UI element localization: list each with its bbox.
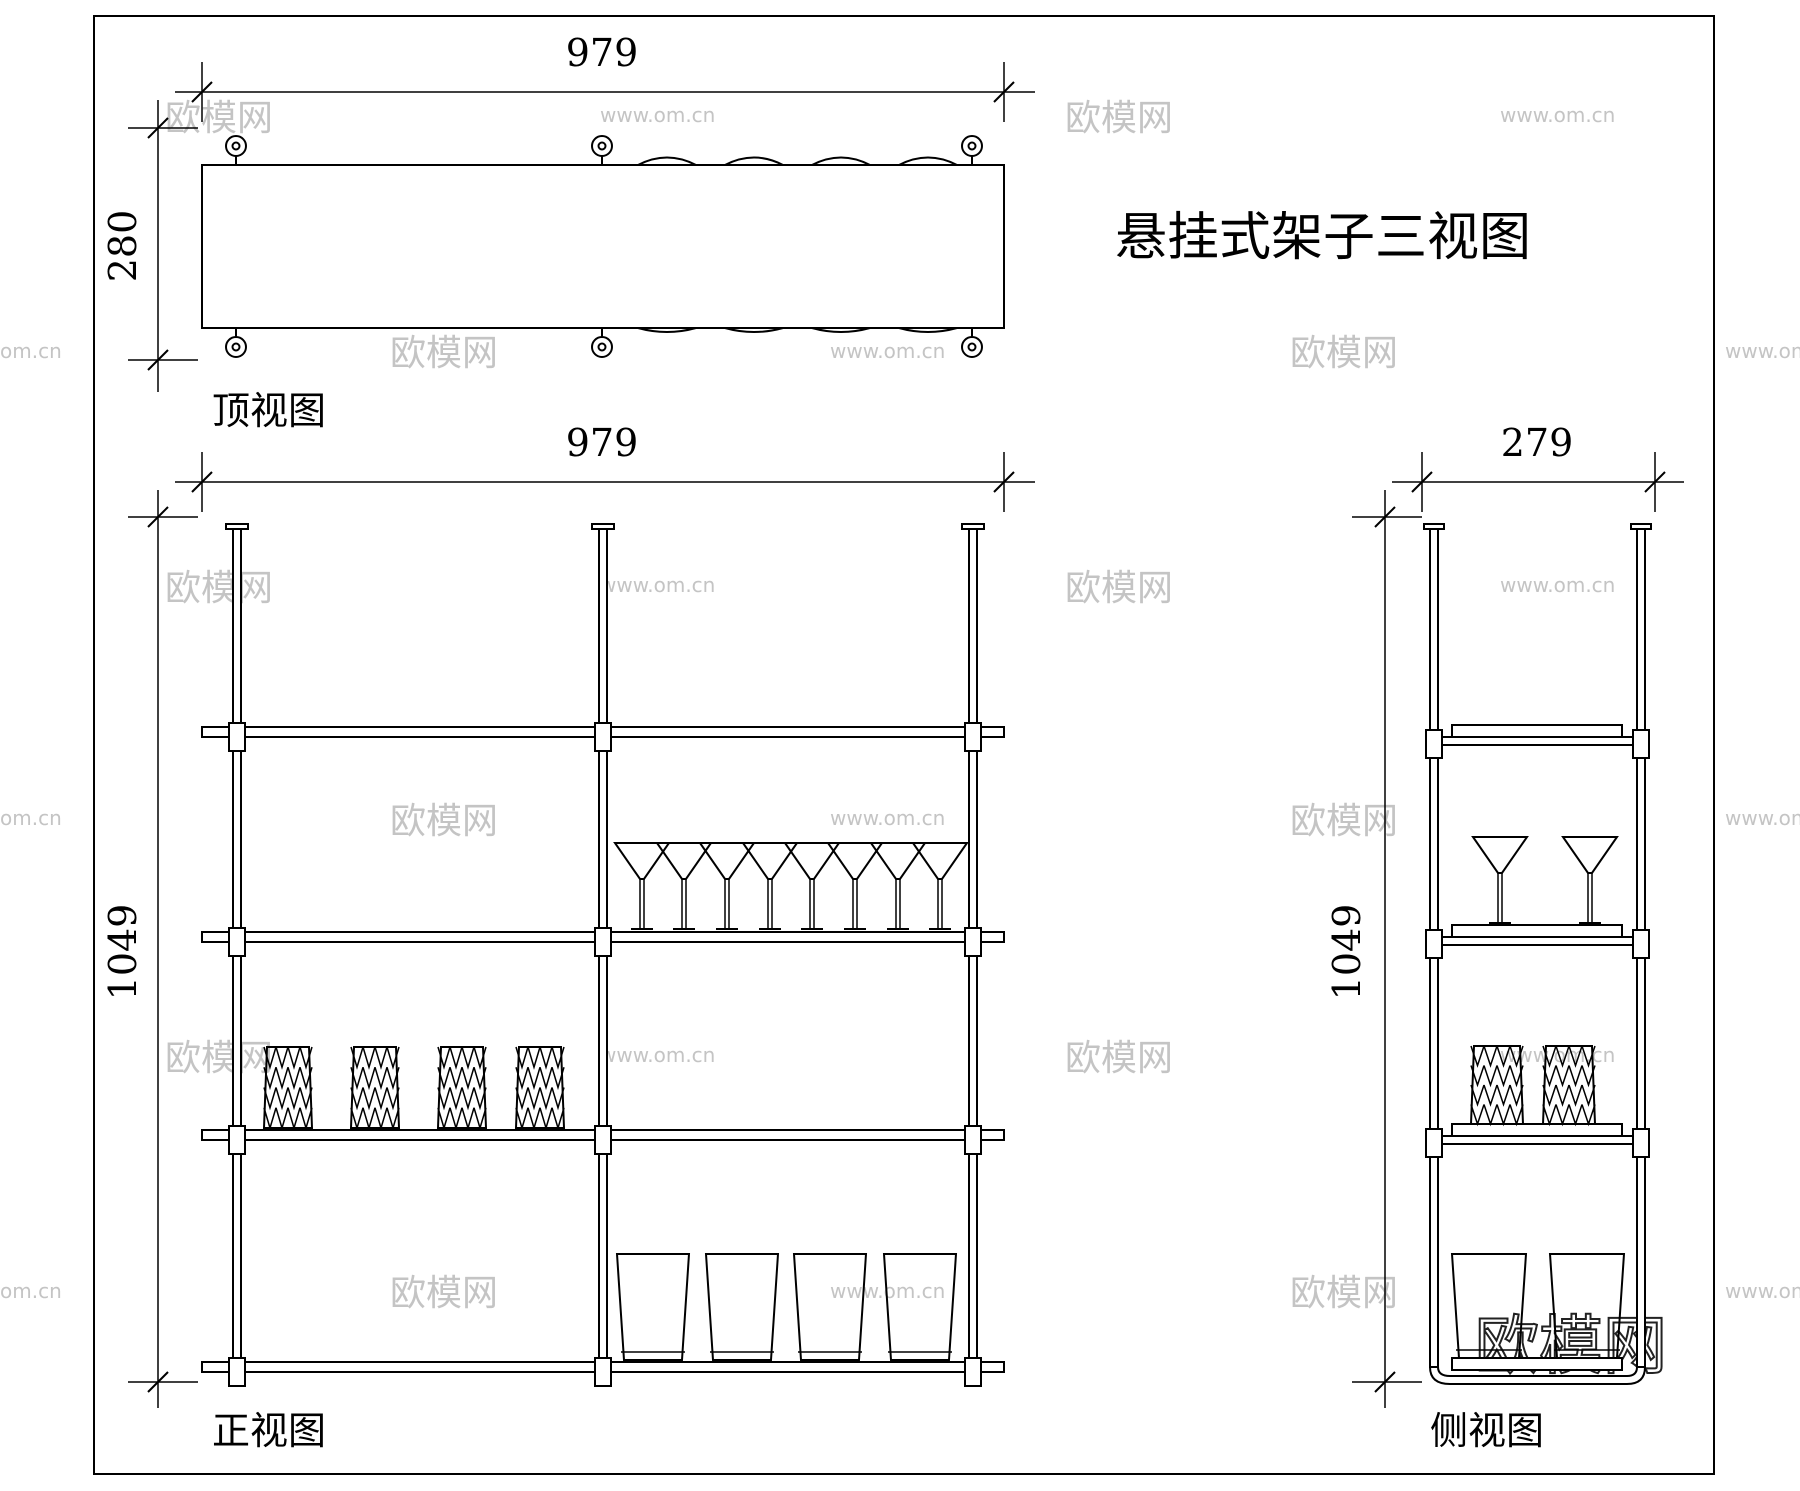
watermark-url: www.om.cn: [1725, 1279, 1800, 1303]
side-view-label: 侧视图: [1430, 1409, 1544, 1453]
side-height-dimension: 1049: [1325, 904, 1369, 1001]
side-width-dimension: 279: [1501, 421, 1574, 465]
watermark-brand: 欧模网: [165, 98, 273, 139]
top-view: 979 280: [101, 31, 1035, 433]
side-clamps: [1425, 729, 1650, 1158]
watermark-brand: 欧模网: [1290, 333, 1398, 374]
patterned-tumbler-icon: [1469, 1045, 1525, 1127]
martini-glass-icon: [911, 842, 969, 930]
watermark-brand: 欧模网: [390, 801, 498, 842]
watermark-url: www.om.cn: [830, 339, 945, 363]
plain-tumbler-icon: [1548, 1253, 1626, 1359]
plain-tumbler-icon: [792, 1253, 868, 1361]
watermark-brand: 欧模网: [390, 1273, 498, 1314]
top-view-label: 顶视图: [212, 389, 326, 433]
watermark-brand: 欧模网: [1290, 1273, 1398, 1314]
side-patterned-tumblers: [1469, 1045, 1597, 1127]
patterned-tumbler-icon: [349, 1046, 401, 1131]
watermark-url: www.om.cn: [1725, 339, 1800, 363]
watermark-brand: 欧模网: [165, 1038, 273, 1079]
martini-glass-icon: [1471, 836, 1529, 924]
watermark-url: om.cn: [0, 806, 62, 830]
martini-glass-icon: [869, 842, 927, 930]
watermark-url: om.cn: [0, 339, 62, 363]
martini-glass-icon: [783, 842, 841, 930]
patterned-tumbler-icon: [436, 1046, 488, 1131]
martini-glass-icon: [826, 842, 884, 930]
watermark-url: www.om.cn: [600, 1043, 715, 1067]
front-view: 979 1049: [101, 421, 1035, 1453]
front-height-dimension: 1049: [101, 904, 145, 1001]
hanger-bolts: [225, 135, 983, 358]
watermark-layer: 欧模网 www.om.cn 欧模网 www.om.cn om.cn 欧模网 ww…: [0, 98, 1800, 1314]
watermark-brand: 欧模网: [1065, 568, 1173, 609]
watermark-url: www.om.cn: [600, 103, 715, 127]
patterned-tumbler-icon: [262, 1046, 314, 1131]
watermark-url: www.om.cn: [1500, 573, 1615, 597]
plain-tumbler-icon: [704, 1253, 780, 1361]
front-width-dimension: 979: [566, 421, 639, 465]
watermark-brand: 欧模网: [1065, 1038, 1173, 1079]
top-shelf-board: [201, 164, 1005, 329]
watermark-url: www.om.cn: [1500, 103, 1615, 127]
top-width-dimension: 979: [566, 31, 639, 75]
watermark-url: om.cn: [0, 1279, 62, 1303]
watermark-brand: 欧模网: [1065, 98, 1173, 139]
patterned-tumbler-icon: [514, 1046, 566, 1131]
side-martini-glasses: [1471, 836, 1619, 924]
watermark-url: www.om.cn: [600, 573, 715, 597]
martini-glass-icon: [741, 842, 799, 930]
drawing-title: 悬挂式架子三视图: [1115, 208, 1531, 268]
martini-glass-icon: [655, 842, 713, 930]
drawing-frame: [93, 15, 1715, 1475]
front-patterned-tumblers: [262, 1046, 566, 1131]
side-plain-tumblers: [1450, 1253, 1626, 1359]
watermark-url: www.om.cn: [830, 806, 945, 830]
watermark-brand: 欧模网: [390, 333, 498, 374]
watermark-brand: 欧模网: [165, 568, 273, 609]
plain-tumbler-icon: [615, 1253, 691, 1361]
side-shelves: [1437, 724, 1638, 1371]
martini-glass-icon: [698, 842, 756, 930]
glass-rims: [637, 156, 958, 333]
patterned-tumbler-icon: [1541, 1045, 1597, 1127]
front-clamps: [228, 722, 982, 1387]
front-view-label: 正视图: [212, 1409, 326, 1453]
martini-glass-icon: [613, 842, 671, 930]
top-depth-dimension: 280: [101, 210, 145, 283]
watermark-brand: 欧模网: [1290, 801, 1398, 842]
front-martini-glasses: [613, 842, 969, 930]
watermark-url: www.om.cn: [1725, 806, 1800, 830]
side-view: 279 1049: [1325, 421, 1684, 1453]
martini-glass-icon: [1561, 836, 1619, 924]
plain-tumbler-icon: [882, 1253, 958, 1361]
front-plain-tumblers: [615, 1253, 958, 1361]
plain-tumbler-icon: [1450, 1253, 1528, 1359]
